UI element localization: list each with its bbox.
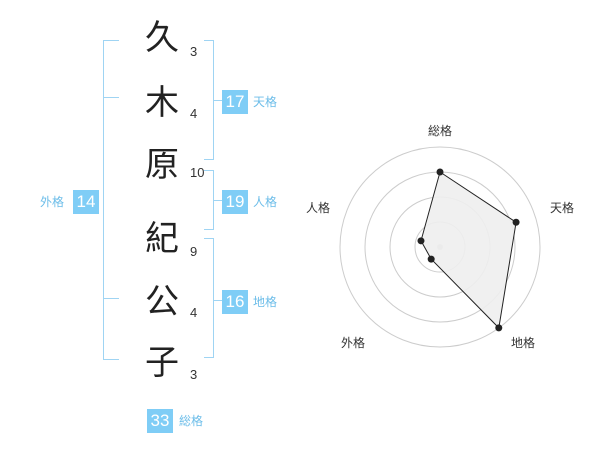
radar-point-1 (436, 168, 444, 176)
radar-point-3 (495, 324, 503, 332)
stroke-count-4: 9 (190, 244, 198, 259)
radar-ring (339, 146, 541, 348)
chikaku-bracket (204, 238, 214, 358)
soukaku-value-badge: 33 (147, 409, 173, 433)
stroke-count-6: 3 (190, 367, 198, 382)
tenkaku-value-badge: 17 (222, 90, 248, 114)
stroke-count-3: 10 (190, 165, 205, 180)
radar-label-gaikaku: 外格 (341, 336, 366, 350)
gaikaku-bracket (103, 40, 119, 360)
radar-label-jinkaku: 人格 (306, 201, 331, 215)
jinkaku-bracket (204, 170, 214, 230)
radar-area (420, 171, 517, 329)
stroke-count-2: 4 (190, 106, 198, 121)
name-char-3: 原 (145, 145, 179, 185)
chikaku-value-badge: 16 (222, 290, 248, 314)
bracket-tick (214, 300, 222, 301)
stroke-count-5: 4 (190, 305, 198, 320)
name-char-4: 紀 (145, 219, 179, 259)
radar-points (417, 168, 520, 332)
stroke-count-1: 3 (190, 44, 198, 59)
radar-point-2 (512, 218, 520, 226)
tenkaku-bracket (204, 40, 214, 160)
radar-label-soukaku: 総格 (428, 124, 453, 138)
radar-label-tenkaku: 天格 (550, 201, 575, 215)
name-char-2: 木 (145, 83, 179, 123)
bracket-tick (214, 100, 222, 101)
jinkaku-label: 人格 (253, 195, 278, 209)
bracket-tick (214, 200, 222, 201)
soukaku-label: 総格 (179, 414, 204, 428)
jinkaku-value-badge: 19 (222, 190, 248, 214)
gaikaku-value-badge: 14 (73, 190, 99, 214)
bracket-tick (103, 97, 119, 98)
radar-point-5 (417, 237, 425, 245)
chikaku-label: 地格 (253, 295, 278, 309)
radar-label-chikaku: 地格 (511, 336, 536, 350)
gaikaku-label: 外格 (40, 195, 65, 209)
bracket-tick (103, 298, 119, 299)
name-char-1: 久 (145, 18, 179, 58)
name-char-6: 子 (145, 343, 179, 383)
tenkaku-label: 天格 (253, 95, 278, 109)
radar-point-4 (427, 255, 435, 263)
name-char-5: 公 (145, 282, 179, 322)
